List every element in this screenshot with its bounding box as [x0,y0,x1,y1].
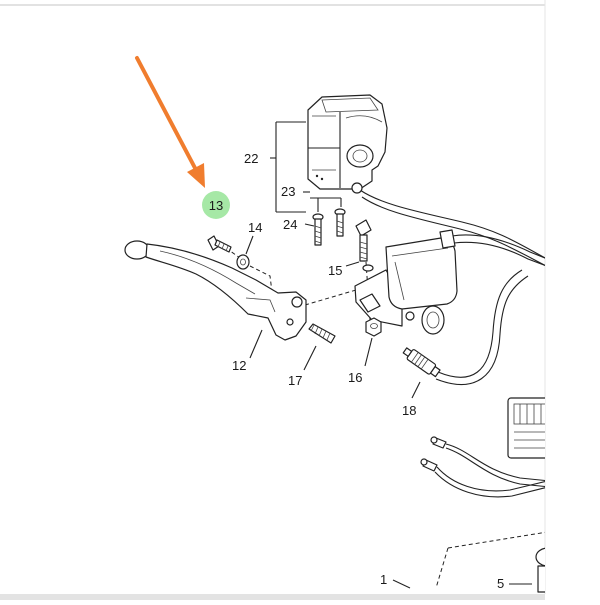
lever-spring [308,323,336,344]
pointer-arrow [135,56,205,188]
handlebar-switch-housing [307,94,388,194]
lever-pivot-bolt [207,235,232,253]
lower-assembly-lines [392,531,545,589]
switch-screw-short [334,208,346,237]
frame [0,0,546,600]
bullet-connector-lower [420,458,545,498]
bullet-connector-upper [430,436,545,488]
callout-13: 13 [209,198,223,213]
wire-connector-block [507,397,545,459]
callout-23: 23 [281,184,295,199]
callout-16: 16 [348,370,362,385]
highlight-circle [202,191,230,219]
brake-master-cylinder [354,229,458,335]
switch-screw-long [312,213,324,246]
leader-lines [245,235,421,399]
callout-5: 5 [497,576,504,591]
master-cylinder-bolt [355,219,372,262]
brake-light-switch [402,347,441,378]
brake-switch-wire [435,269,529,385]
brake-hose [451,234,545,266]
callout-12: 12 [232,358,246,373]
callout-1: 1 [380,572,387,587]
callout-18: 18 [402,403,416,418]
callout-17: 17 [288,373,302,388]
handlebar-switch-cable [359,189,545,266]
callout-24: 24 [283,217,297,232]
pivot-nut [365,317,382,337]
brake-lever [124,240,307,341]
lower-part-5 [535,547,545,593]
callout-15: 15 [328,263,342,278]
lever-washer [236,254,250,270]
callout-bracket-22 [270,121,342,227]
callout-14: 14 [248,220,262,235]
callout-22: 22 [244,151,258,166]
